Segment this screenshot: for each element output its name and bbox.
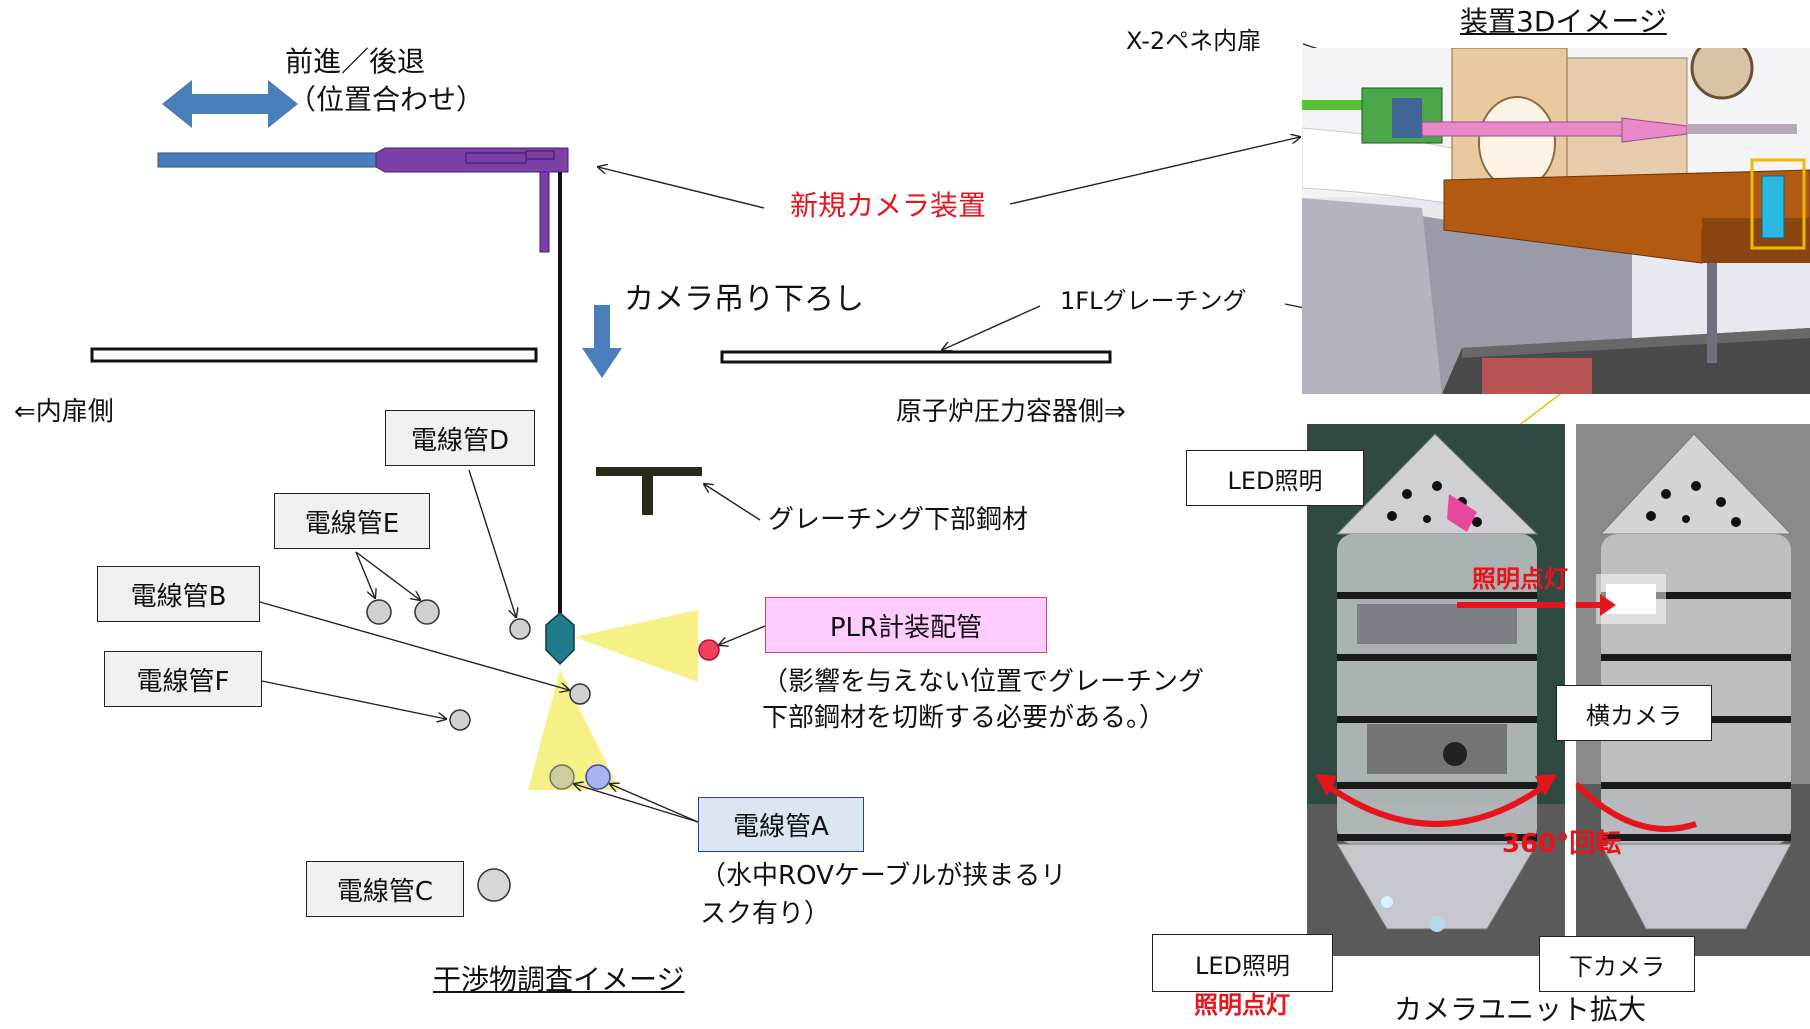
new-camera-label: 新規カメラ装置 (790, 189, 987, 222)
led-bottom-box: LED照明 (1152, 934, 1333, 992)
light-on-top-label: 照明点灯 (1472, 565, 1568, 593)
conduit-circle-e1 (366, 599, 392, 625)
camera-rod (157, 152, 377, 168)
conduit-a-box: 電線管A (698, 797, 864, 852)
lowering-arrow (582, 305, 622, 378)
inner-door-side-label: ⇐内扉側 (14, 397, 114, 427)
camera-unit-caption: カメラユニット拡大 (1394, 993, 1647, 1026)
camera-hanger-arm (539, 171, 550, 253)
conduit-b-box: 電線管B (97, 566, 260, 622)
camera-unit-icon (545, 612, 575, 666)
light-on-bottom-label: 照明点灯 (1194, 991, 1290, 1019)
side-camera-fov (574, 610, 698, 682)
conduit-circle-a1 (549, 764, 575, 790)
camera-photo-off (1307, 424, 1565, 956)
grating-steel-beam (596, 467, 702, 476)
side-camera-box: 横カメラ (1556, 685, 1712, 741)
advance-retreat-arrow (162, 80, 298, 128)
conduit-circle-f (449, 709, 471, 731)
grating-1fl-label: 1FLグレーチング (1060, 287, 1247, 315)
plr-note-line2: 下部鋼材を切断する必要がある。） (762, 703, 1166, 733)
x2-door-label: X-2ペネ内扉 (1126, 27, 1262, 55)
rotation-label: 360°回転 (1502, 829, 1622, 859)
lower-label: カメラ吊り下ろし (624, 282, 864, 317)
device-3d-title: 装置3Dイメージ (1460, 5, 1667, 38)
conduit-e-box: 電線管E (274, 493, 430, 549)
conduit-a-note-line2: スク有り） (700, 899, 831, 929)
conduit-a-note-line1: （水中ROVケーブルが挟まるリ (700, 861, 1067, 891)
move-label-line2: （位置合わせ） (288, 83, 485, 116)
plr-note-line1: （影響を与えない位置でグレーチング (762, 667, 1205, 697)
rpv-side-label: 原子炉圧力容器側⇒ (896, 397, 1126, 427)
conduit-circle-e2 (414, 599, 440, 625)
conduit-circle-d (509, 618, 531, 640)
conduit-c-box: 電線管C (306, 861, 464, 917)
conduit-circle-c (477, 868, 511, 902)
bottom-camera-fov (528, 670, 620, 790)
conduit-circle-a2 (585, 764, 611, 790)
grating-steel-label: グレーチング下部鋼材 (768, 505, 1029, 535)
grating-right (720, 350, 1112, 364)
interference-caption: 干渉物調査イメージ (433, 963, 685, 996)
conduit-d-box: 電線管D (385, 410, 535, 466)
plr-label-box: PLR計装配管 (765, 597, 1047, 653)
camera-rod-purple (375, 147, 569, 173)
led-top-box: LED照明 (1186, 450, 1364, 506)
bottom-camera-box: 下カメラ (1539, 936, 1695, 992)
move-label-line1: 前進／後退 (285, 45, 426, 78)
conduit-f-box: 電線管F (104, 651, 262, 707)
device-3d-image (1302, 48, 1810, 394)
plr-pipe-circle (698, 639, 720, 661)
grating-left (90, 347, 538, 363)
conduit-circle-b (569, 683, 591, 705)
